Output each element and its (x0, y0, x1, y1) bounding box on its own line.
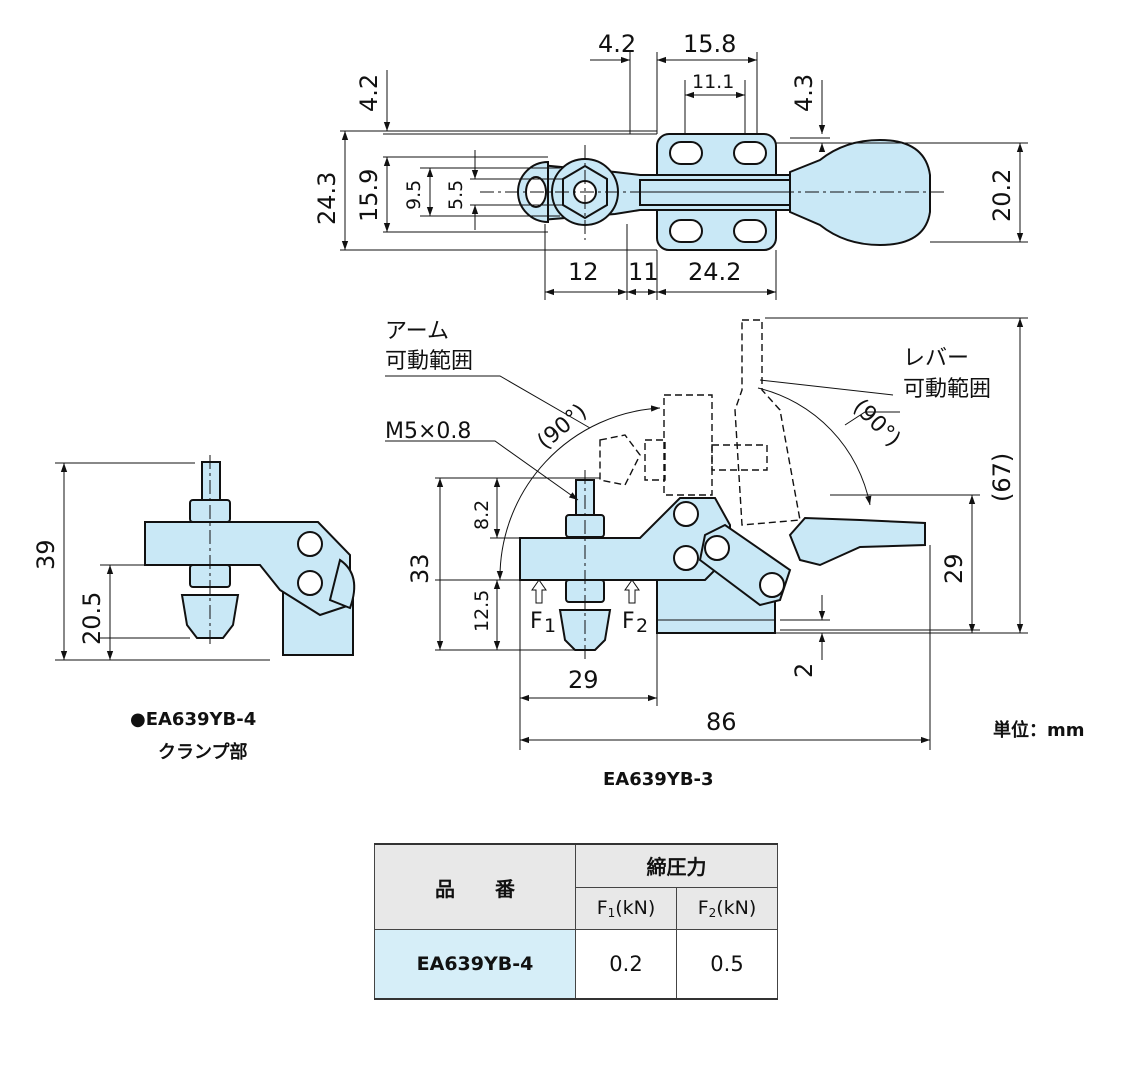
dim-29-horizontal: 29 (568, 666, 599, 694)
header-clamping-force: 締圧力 (575, 843, 778, 888)
dim-4-3: 4.3 (790, 74, 818, 112)
dim-8-2: 8.2 (471, 500, 493, 530)
dim-2: 2 (790, 663, 818, 678)
dim-67: (67) (988, 453, 1016, 502)
cell-f2-value: 0.5 (676, 929, 778, 1000)
clamping-force-table: 品 番 締圧力 F1(kN) F2(kN) EA639YB-4 0.2 0.5 (374, 843, 778, 1000)
dim-11-1: 11.1 (692, 71, 734, 93)
table-row: EA639YB-4 0.2 0.5 (374, 929, 778, 1000)
header-f1: F1(kN) (575, 886, 677, 930)
force-f1-label: F (530, 609, 543, 634)
cell-part-no: EA639YB-4 (374, 929, 576, 1000)
dim-15-9: 15.9 (355, 169, 383, 222)
clamp-part-view: 39 20.5 (32, 455, 356, 661)
unit-caption: 単位：mm (993, 719, 1085, 741)
dim-33: 33 (406, 553, 434, 584)
force-f1-subscript: 1 (544, 615, 556, 637)
header-f2: F2(kN) (676, 886, 778, 930)
dim-4-2-horizontal: 4.2 (598, 30, 636, 58)
cell-f1-value: 0.2 (575, 929, 677, 1000)
dim-4-2-vertical: 4.2 (355, 74, 383, 112)
thread-spec-label: M5×0.8 (385, 419, 471, 444)
dim-20-5: 20.5 (78, 592, 106, 645)
clamp-model-caption: ●EA639YB-4 (130, 709, 256, 730)
arm-range-label-line1: アーム (385, 319, 449, 344)
dim-11: 11 (628, 258, 659, 286)
dim-9-5: 9.5 (403, 180, 425, 210)
dim-12-5: 12.5 (471, 590, 493, 632)
arm-range-label-line2: 可動範囲 (385, 349, 473, 374)
lever-angle-label: (90°) (848, 395, 905, 452)
main-model-caption: EA639YB-3 (603, 769, 714, 790)
header-part-no: 品 番 (374, 843, 576, 930)
dim-86: 86 (706, 708, 737, 736)
dim-12: 12 (568, 258, 599, 286)
dim-15-8: 15.8 (683, 30, 736, 58)
lever-range-label-line1: レバー (903, 346, 969, 371)
dim-20-2: 20.2 (988, 169, 1016, 222)
dim-5-5: 5.5 (445, 180, 467, 210)
force-f2-label: F (622, 609, 635, 634)
clamp-part-caption: クランプ部 (158, 741, 247, 763)
lever-range-label-line2: 可動範囲 (903, 377, 991, 402)
force-f2-subscript: 2 (636, 615, 648, 637)
dim-39: 39 (32, 539, 60, 570)
dim-24-3: 24.3 (313, 172, 341, 225)
dim-29-vertical: 29 (940, 553, 968, 584)
top-view: 4.2 15.8 11.1 4.3 4.2 24.3 15.9 9.5 5.5 … (313, 30, 1028, 300)
dim-24-2: 24.2 (688, 258, 741, 286)
side-view: F 1 F 2 8.2 33 (385, 317, 1028, 750)
